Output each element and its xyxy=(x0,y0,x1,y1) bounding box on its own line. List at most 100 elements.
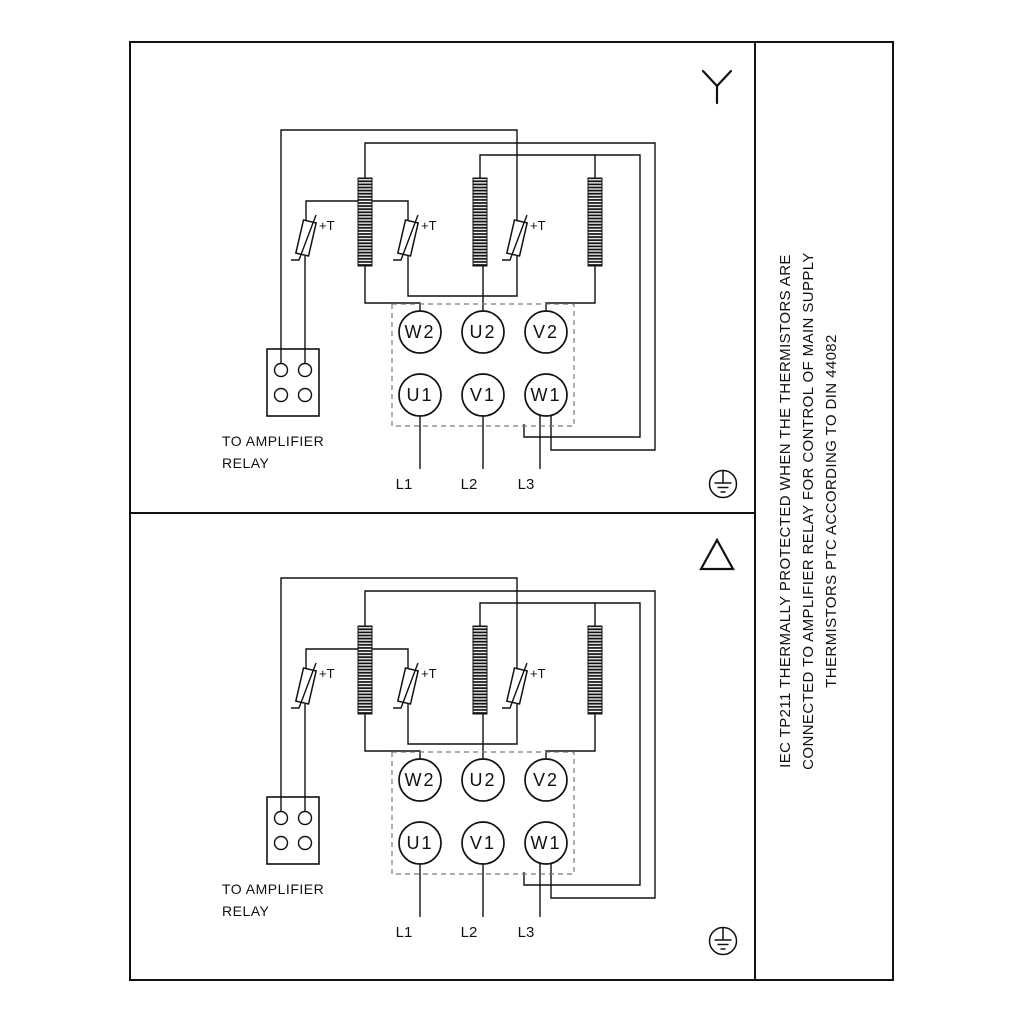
wire xyxy=(407,703,518,745)
ptc-label: +T xyxy=(319,218,335,233)
relay-terminal xyxy=(273,387,289,403)
thermistor-symbol xyxy=(502,214,529,261)
mains-label-L1: L1 xyxy=(396,924,413,941)
terminal-label: W1 xyxy=(531,833,562,853)
frame xyxy=(129,41,894,981)
panel-wiring xyxy=(280,577,656,917)
thermistor-stroke xyxy=(291,214,317,261)
terminal-W2: W2 xyxy=(398,310,442,354)
wire xyxy=(364,142,656,451)
thermistor-body xyxy=(294,667,318,705)
ground-icon xyxy=(708,469,738,499)
relay-terminal xyxy=(273,362,289,378)
relay-terminal xyxy=(273,835,289,851)
terminal-V2: V2 xyxy=(524,310,568,354)
wire xyxy=(280,129,518,364)
panel-wiring xyxy=(280,129,656,469)
relay-terminal xyxy=(273,810,289,826)
relay-terminal xyxy=(297,362,313,378)
terminal-W1: W1 xyxy=(524,821,568,865)
terminal-label: W2 xyxy=(405,322,436,342)
mains-label-L3: L3 xyxy=(518,924,535,941)
wire xyxy=(545,714,596,759)
thermistor-body xyxy=(294,219,318,257)
terminal-circle xyxy=(461,373,505,417)
delta-icon xyxy=(699,537,735,571)
relay-caption-line1: TO AMPLIFIER xyxy=(222,433,324,449)
winding-coil xyxy=(587,177,603,267)
winding-coil xyxy=(587,625,603,715)
wire xyxy=(545,266,596,311)
terminal-circle xyxy=(398,821,442,865)
terminal-V2: V2 xyxy=(524,758,568,802)
terminal-label: U2 xyxy=(469,770,496,790)
winding-coil xyxy=(472,625,488,715)
terminal-U2: U2 xyxy=(461,310,505,354)
terminal-circle xyxy=(524,758,568,802)
thermistor-stroke xyxy=(291,662,317,709)
terminal-circle xyxy=(461,821,505,865)
ptc-label: +T xyxy=(530,666,546,681)
terminal-circle xyxy=(398,758,442,802)
thermistor-symbol xyxy=(291,214,318,261)
terminal-circle xyxy=(524,821,568,865)
wire xyxy=(479,154,641,438)
thermistor-stroke xyxy=(393,662,419,709)
ptc-label: +T xyxy=(421,666,437,681)
wire xyxy=(407,255,518,297)
ground-icon xyxy=(708,926,738,956)
wire xyxy=(280,577,518,812)
ptc-label: +T xyxy=(530,218,546,233)
terminal-circle xyxy=(398,310,442,354)
terminal-U2: U2 xyxy=(461,758,505,802)
wire xyxy=(305,648,409,669)
terminal-W2: W2 xyxy=(398,758,442,802)
thermistor-body xyxy=(396,219,420,257)
terminal-label: V1 xyxy=(470,385,496,405)
thermistor-stroke xyxy=(502,214,528,261)
thermistor-symbol xyxy=(393,214,420,261)
relay-terminal xyxy=(297,387,313,403)
terminal-circle xyxy=(461,310,505,354)
thermistor-symbol xyxy=(291,662,318,709)
outer-border xyxy=(129,41,894,981)
thermistor-body xyxy=(505,667,529,705)
terminal-circle xyxy=(524,373,568,417)
amplifier-relay-block xyxy=(266,348,320,417)
winding-coil xyxy=(472,177,488,267)
ptc-label: +T xyxy=(319,666,335,681)
ptc-label: +T xyxy=(421,218,437,233)
mains-label-L1: L1 xyxy=(396,476,413,493)
relay-caption-line1: TO AMPLIFIER xyxy=(222,881,324,897)
mains-label-L3: L3 xyxy=(518,476,535,493)
thermistor-symbol xyxy=(393,662,420,709)
terminal-label: V2 xyxy=(533,770,559,790)
terminal-label: U1 xyxy=(406,385,433,405)
relay-box xyxy=(266,796,320,865)
terminal-V1: V1 xyxy=(461,821,505,865)
thermistor-body xyxy=(505,219,529,257)
relay-terminal xyxy=(297,835,313,851)
winding-coil xyxy=(357,177,373,267)
terminal-board-outline xyxy=(391,303,575,427)
wire xyxy=(305,200,409,221)
thermistor-body xyxy=(396,667,420,705)
wire xyxy=(364,266,421,311)
wire xyxy=(479,602,641,886)
relay-terminal xyxy=(297,810,313,826)
terminal-V1: V1 xyxy=(461,373,505,417)
star-icon xyxy=(701,69,733,105)
winding-coil xyxy=(357,625,373,715)
relay-box xyxy=(266,348,320,417)
terminal-U1: U1 xyxy=(398,373,442,417)
thermistor-symbol xyxy=(502,662,529,709)
terminal-label: W2 xyxy=(405,770,436,790)
wire xyxy=(364,714,421,759)
relay-caption-line2: RELAY xyxy=(222,903,270,919)
side-note: IEC TP211 THERMALLY PROTECTED WHEN THE T… xyxy=(777,252,840,770)
terminal-U1: U1 xyxy=(398,821,442,865)
side-note-line: THERMISTORS PTC ACCORDING TO DIN 44082 xyxy=(823,334,840,688)
terminal-label: W1 xyxy=(531,385,562,405)
terminal-circle xyxy=(398,373,442,417)
